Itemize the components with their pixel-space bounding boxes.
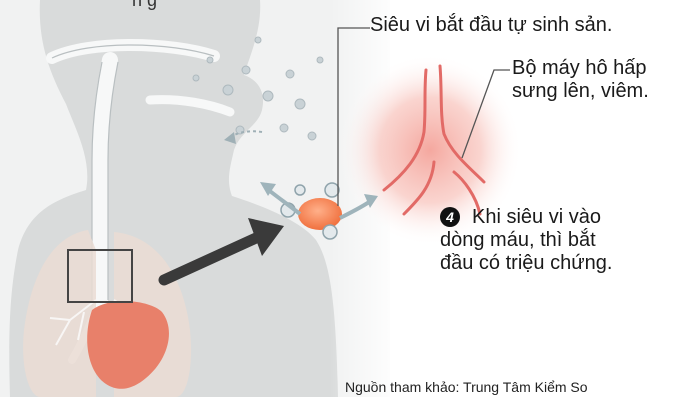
top-partial-label: n g xyxy=(132,0,157,11)
blood-line-1-text: Khi siêu vi vào xyxy=(472,206,601,228)
blood-symptoms-label: 4 Khi siêu vi vào dòng máu, thì bắt đầu c… xyxy=(440,206,690,275)
airway-swells-label: Bộ máy hô hấp sưng lên, viêm. xyxy=(512,57,698,103)
blood-line-2: dòng máu, thì bắt xyxy=(440,229,690,252)
blood-line-1: 4 Khi siêu vi vào xyxy=(440,206,690,229)
airway-swells-line-2: sưng lên, viêm. xyxy=(512,80,698,103)
blood-line-3: đầu có triệu chứng. xyxy=(440,252,690,275)
source-credit: Nguồn tham khảo: Trung Tâm Kiểm So xyxy=(345,379,588,395)
virus-replicates-label: Siêu vi bắt đầu tự sinh sản. xyxy=(370,14,612,37)
infected-cell xyxy=(298,198,342,230)
airway-swells-line-1: Bộ máy hô hấp xyxy=(512,57,698,80)
step-number-badge: 4 xyxy=(440,207,460,227)
